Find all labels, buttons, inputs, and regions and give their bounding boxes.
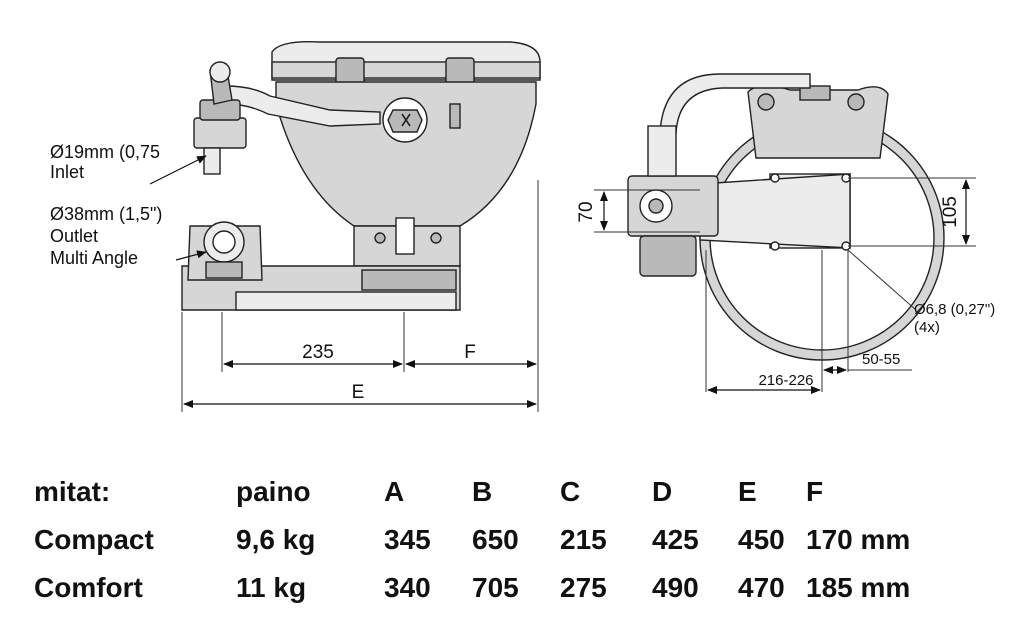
side-view-dimensions: 235 F E — [181, 180, 539, 412]
technical-drawing: Ø19mm (0,75 Inlet Ø38mm (1,5") Outlet Mu… — [50, 41, 995, 412]
hole-size-label: Ø6,8 (0,27") — [914, 301, 995, 318]
table-cell: 185 mm — [806, 572, 911, 603]
dim-216-226-label: 216-226 — [758, 372, 813, 389]
dim-e-label: E — [352, 382, 365, 403]
top-view-dimensions: 70 105 Ø6,8 (0,27") (4x) 50-55 216-226 — [576, 177, 995, 394]
table-header-cell: paino — [236, 476, 311, 507]
table-header-cell: D — [652, 476, 673, 507]
table-cell: 170 mm — [806, 524, 911, 555]
top-view — [627, 73, 945, 361]
table-header-cell: C — [560, 476, 581, 507]
side-view — [181, 41, 541, 311]
table-cell: 450 — [738, 524, 785, 555]
outlet-label: Outlet — [50, 226, 98, 246]
table-cell: 215 — [560, 524, 607, 555]
table-header-cell: B — [472, 476, 493, 507]
table-cell: 470 — [738, 572, 785, 603]
table-header-cell: mitat: — [34, 476, 111, 507]
table-header-cell: F — [806, 476, 824, 507]
inlet-size-label: Ø19mm (0,75 — [50, 142, 160, 162]
outlet-callout: Ø38mm (1,5") Outlet Multi Angle — [50, 204, 207, 268]
table-cell: 650 — [472, 524, 519, 555]
table-cell: 425 — [652, 524, 699, 555]
inlet-label: Inlet — [50, 162, 84, 182]
dim-50-55-label: 50-55 — [862, 351, 900, 368]
outlet-multi-angle-label: Multi Angle — [50, 248, 138, 268]
hole-count-label: (4x) — [914, 319, 940, 336]
table-cell: Compact — [34, 524, 154, 555]
table-cell: 340 — [384, 572, 431, 603]
dim-235-label: 235 — [302, 342, 334, 363]
table-cell: 11 kg — [236, 572, 307, 603]
table-cell: Comfort — [34, 572, 143, 603]
outlet-size-label: Ø38mm (1,5") — [50, 204, 162, 224]
dim-70-label: 70 — [576, 201, 597, 222]
table-row: Compact 9,6 kg 345 650 215 425 450 170 m… — [0, 516, 1024, 564]
table-row: Comfort 11 kg 340 705 275 490 470 185 mm — [0, 564, 1024, 612]
dimension-table: mitat: paino A B C D E F Compact 9,6 kg … — [0, 462, 1024, 612]
inlet-callout: Ø19mm (0,75 Inlet — [50, 142, 207, 185]
table-cell: 275 — [560, 572, 607, 603]
table-header-cell: E — [738, 476, 757, 507]
table-cell: 345 — [384, 524, 431, 555]
dim-f-label: F — [464, 342, 476, 363]
dim-105-label: 105 — [940, 196, 961, 228]
table-cell: 490 — [652, 572, 699, 603]
table-cell: 9,6 kg — [236, 524, 316, 555]
table-cell: 705 — [472, 572, 519, 603]
table-header-row: mitat: paino A B C D E F — [0, 468, 1024, 516]
table-header-cell: A — [384, 476, 405, 507]
